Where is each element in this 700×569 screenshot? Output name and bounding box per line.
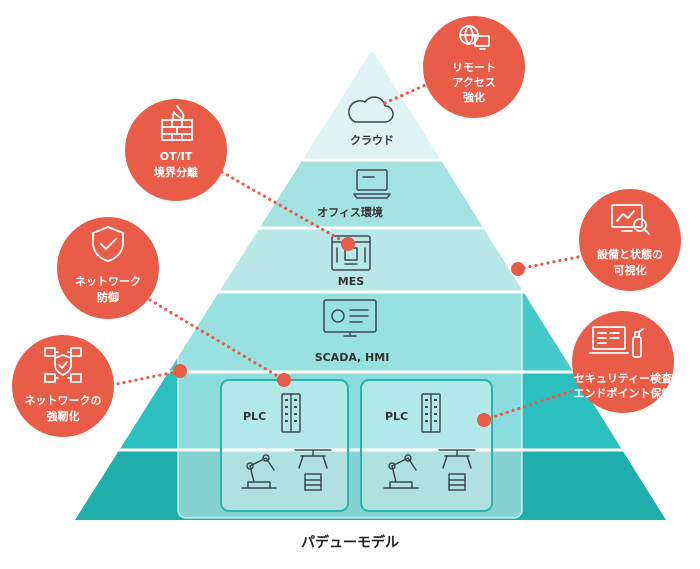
firewall-icon <box>161 105 193 141</box>
callout-text-otit: OT/IT 境界分離 <box>154 150 198 179</box>
shield-check-icon <box>92 226 124 262</box>
connector-network-hardening <box>110 369 182 387</box>
callout-circle-endpoint <box>572 311 674 413</box>
svg-text:強靭化: 強靭化 <box>47 409 80 423</box>
svg-text:可視化: 可視化 <box>614 263 647 277</box>
monitor-gear-icon <box>323 299 377 337</box>
callout-text-visibility: 設備と状態の 可視化 <box>597 247 663 277</box>
tier-plc <box>75 372 666 450</box>
server-rack-icon <box>281 393 301 433</box>
svg-text:OT/IT: OT/IT <box>160 150 193 163</box>
svg-text:防御: 防御 <box>97 290 119 304</box>
connector-dot-otit <box>341 237 355 251</box>
laptop-icon <box>353 169 391 199</box>
gripper-icon <box>294 449 332 491</box>
connector-dot-network-defense <box>277 373 291 387</box>
network-shield-icon <box>44 347 82 383</box>
svg-text:ネットワーク: ネットワーク <box>75 275 141 288</box>
server-rack-icon <box>421 393 441 433</box>
callout-circle-remote <box>423 16 525 118</box>
layer-label-office: オフィス環境 <box>317 205 383 219</box>
svg-text:アクセス: アクセス <box>452 76 495 89</box>
connector-network-defense <box>148 298 286 382</box>
connector-dot-endpoint <box>477 413 491 427</box>
connectors <box>110 80 580 422</box>
layer-label-mes: MES <box>338 275 364 288</box>
laptop-spray-icon <box>589 326 644 358</box>
plc-label-right: PLC <box>385 410 408 423</box>
connector-visibility <box>516 255 580 271</box>
svg-text:境界分離: 境界分離 <box>154 165 198 179</box>
plc-box-left <box>220 379 349 512</box>
tier-field <box>75 450 666 520</box>
callout-circle-network-defense <box>57 217 159 319</box>
connector-remote <box>383 80 434 105</box>
robot-arm-icon <box>383 454 419 489</box>
callout-circle-network-hardening <box>12 335 114 437</box>
callout-circle-otit <box>125 99 227 201</box>
svg-text:設備と状態の: 設備と状態の <box>597 247 663 261</box>
svg-text:強化: 強化 <box>463 90 485 104</box>
callout-text-network-defense: ネットワーク 防御 <box>75 275 141 304</box>
gripper-icon <box>438 449 476 491</box>
callout-text-network-hardening: ネットワークの 強靭化 <box>25 394 102 423</box>
diagram-caption: パデューモデル <box>301 535 399 551</box>
plc-box-right <box>360 379 493 512</box>
svg-text:ネットワークの: ネットワークの <box>25 394 102 407</box>
plc-label-left: PLC <box>243 410 266 423</box>
callout-text-endpoint: セキュリティー検査 エンドポイント保護 <box>574 371 674 400</box>
callout-text-remote: リモート アクセス 強化 <box>452 61 496 104</box>
layer-label-cloud: クラウド <box>350 134 394 147</box>
connector-dot-network-hardening <box>173 364 187 378</box>
callout-circle-visibility <box>579 189 681 291</box>
svg-text:エンドポイント保護: エンドポイント保護 <box>574 386 674 400</box>
layer-label-scada: SCADA, HMI <box>315 351 390 364</box>
cloud-icon <box>348 96 394 123</box>
globe-monitor-icon <box>459 25 490 50</box>
connector-dot-visibility <box>511 262 525 276</box>
svg-text:リモート: リモート <box>452 61 496 74</box>
connector-otit <box>220 170 350 246</box>
svg-text:セキュリティー検査: セキュリティー検査 <box>574 371 672 385</box>
robot-arm-icon <box>241 454 277 489</box>
monitor-search-icon <box>611 204 650 235</box>
connector-endpoint <box>482 388 577 422</box>
